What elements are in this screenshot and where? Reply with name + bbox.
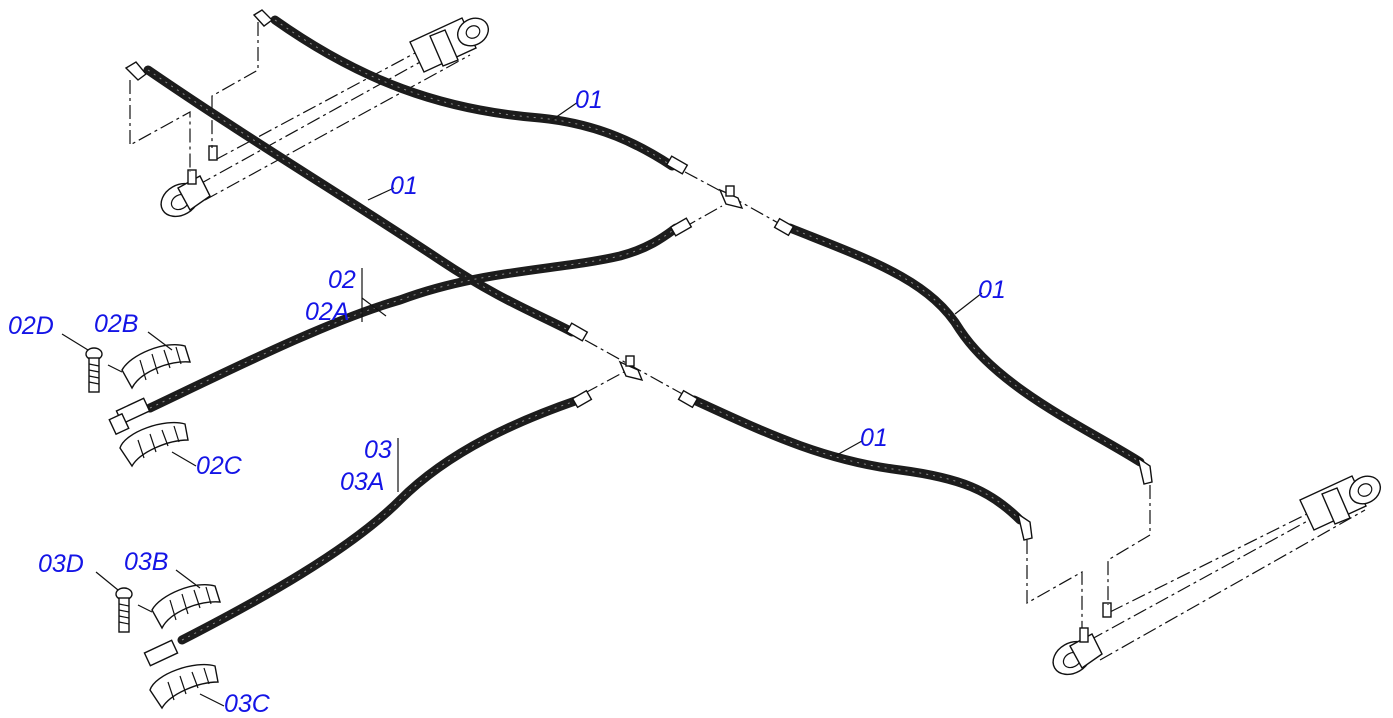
callout-03b[interactable]: 03B xyxy=(124,548,168,576)
clamp-03b[interactable] xyxy=(137,584,221,630)
callout-03[interactable]: 03 xyxy=(364,436,392,464)
callout-01-diagonal[interactable]: 01 xyxy=(390,172,418,200)
clamp-02b[interactable] xyxy=(107,344,191,390)
callout-02d[interactable]: 02D xyxy=(8,312,54,340)
callout-01-lower[interactable]: 01 xyxy=(860,424,888,452)
hose-02[interactable] xyxy=(108,217,693,436)
leader-lines xyxy=(61,101,983,707)
hose-01-lower[interactable] xyxy=(677,389,1033,541)
connection-centerlines xyxy=(129,22,1151,628)
callout-03d[interactable]: 03D xyxy=(38,550,84,578)
clamp-03c[interactable] xyxy=(149,664,219,710)
callout-01-right[interactable]: 01 xyxy=(978,276,1006,304)
hose-03[interactable] xyxy=(143,389,593,667)
callout-02b[interactable]: 02B xyxy=(94,310,138,338)
hose-01-right[interactable] xyxy=(773,217,1153,485)
clamp-02c[interactable] xyxy=(119,422,189,468)
bolt-03d[interactable] xyxy=(115,587,133,633)
hydraulic-cylinder-bottom-right[interactable] xyxy=(1047,471,1385,681)
callout-02c[interactable]: 02C xyxy=(196,452,243,480)
callout-02[interactable]: 02 xyxy=(328,266,356,294)
hydraulic-cylinder-top-left[interactable] xyxy=(155,13,493,223)
hose-01-upper[interactable] xyxy=(252,9,689,175)
callout-03a[interactable]: 03A xyxy=(340,468,384,496)
callout-02a[interactable]: 02A xyxy=(305,298,349,326)
callout-03c[interactable]: 03C xyxy=(224,690,271,718)
callout-labels: 01 01 01 01 02 02A 03 03A 02D 02B 02C 03… xyxy=(8,86,1006,718)
hose-01-diagonal[interactable] xyxy=(124,61,589,342)
tee-fitting-upper[interactable] xyxy=(718,185,744,210)
callout-01-upper[interactable]: 01 xyxy=(575,86,603,114)
tee-fitting-lower[interactable] xyxy=(618,355,644,382)
bolt-02d[interactable] xyxy=(85,347,103,393)
